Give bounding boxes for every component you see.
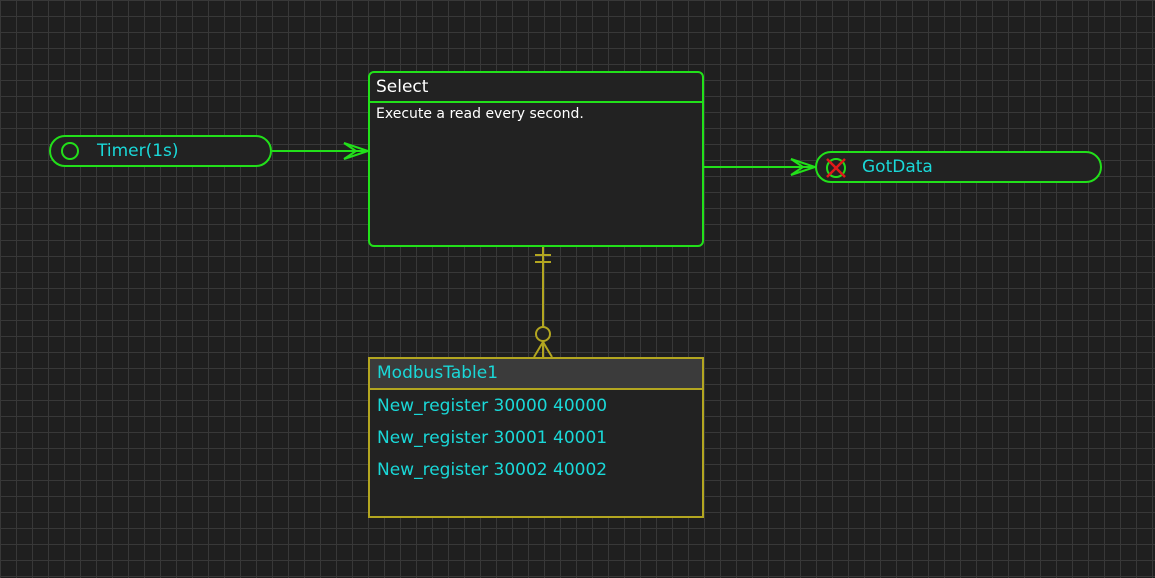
modbus-table-rows: New_register 30000 40000 New_register 30… xyxy=(370,390,702,486)
modbus-table-title: ModbusTable1 xyxy=(370,359,702,390)
start-circle-icon xyxy=(61,142,79,160)
error-x-icon xyxy=(823,155,849,181)
select-title: Select xyxy=(370,73,702,103)
timer-node[interactable]: Timer(1s) xyxy=(49,135,272,167)
timer-label: Timer(1s) xyxy=(97,141,179,161)
table-row[interactable]: New_register 30002 40002 xyxy=(377,460,608,480)
select-to-gotdata-arrowhead-inner xyxy=(790,158,805,176)
timer-to-select-arrowhead-inner xyxy=(343,142,358,160)
gotdata-node[interactable]: GotData xyxy=(815,151,1102,183)
zero-cardinality-circle xyxy=(535,326,551,342)
modbus-table-node[interactable]: ModbusTable1 New_register 30000 40000 Ne… xyxy=(368,357,704,518)
select-description: Execute a read every second. xyxy=(376,106,584,122)
table-row[interactable]: New_register 30000 40000 xyxy=(377,396,608,416)
gotdata-label: GotData xyxy=(862,157,933,177)
table-row[interactable]: New_register 30001 40001 xyxy=(377,428,608,448)
select-node[interactable]: Select Execute a read every second. xyxy=(368,71,704,247)
